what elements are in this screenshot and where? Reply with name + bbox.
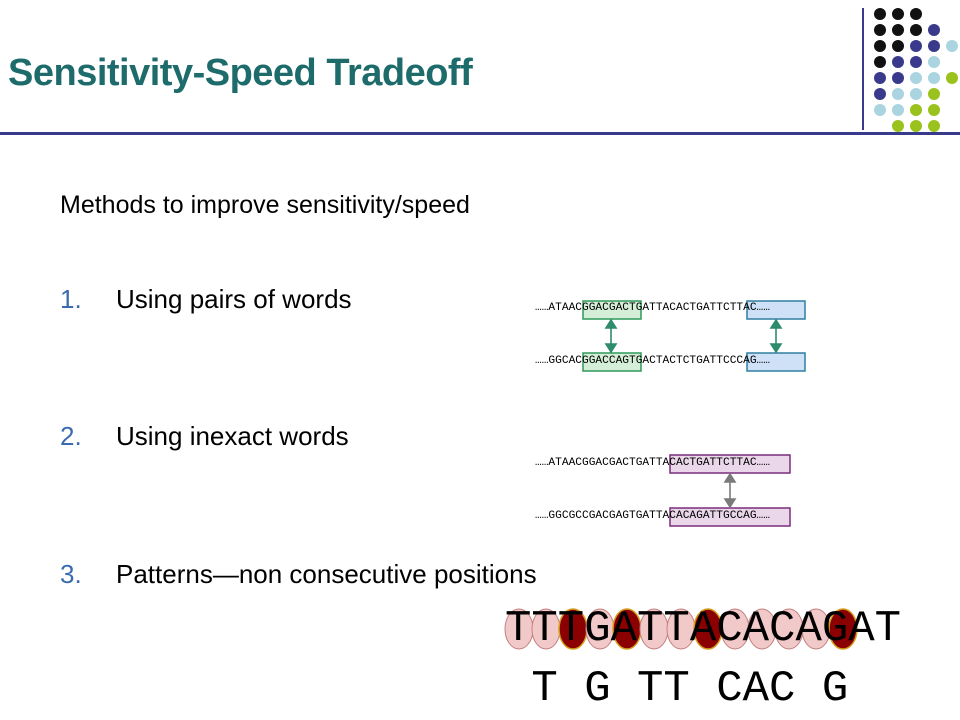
method-text: Patterns—non consecutive positions — [116, 559, 537, 589]
seed-box-left-top — [582, 300, 642, 320]
method-number: 3. — [60, 559, 82, 589]
method-number: 2. — [60, 421, 82, 451]
pattern-spaced-seed: T G TT CAC G — [505, 664, 849, 714]
dot-row-2 — [874, 24, 940, 36]
inexact-sequence-bottom: ……GGCGCCGACGAGTGATTACACAGATTGCCAG…… — [535, 510, 770, 522]
dot-row-3 — [874, 40, 958, 52]
method-text: Using pairs of words — [116, 284, 352, 314]
slide-title: Sensitivity-Speed Tradeoff — [8, 52, 473, 94]
method-item-3: 3. Patterns—non consecutive positions — [60, 559, 537, 590]
dot-row-8 — [892, 120, 940, 132]
method-number: 1. — [60, 284, 82, 314]
title-divider — [0, 132, 960, 135]
pairs-sequence-bottom: ……GGCACGGACCAGTGACTACTCTGATTCCCAG…… — [535, 355, 770, 367]
match-arrow-right — [769, 318, 783, 354]
method-item-1: 1. Using pairs of words — [60, 284, 352, 315]
inexact-sequence-top: ……ATAACGGACGACTGATTACACTGATTCTTAC…… — [535, 457, 770, 469]
seed-box-left-bottom — [582, 352, 642, 372]
pairs-sequence-top: ……ATAACGGACGACTGATTACACTGATTCTTAC…… — [535, 302, 770, 314]
dot-row-4 — [874, 56, 940, 68]
match-arrow-left — [604, 318, 618, 354]
corner-vertical-divider — [862, 8, 864, 130]
methods-heading: Methods to improve sensitivity/speed — [60, 191, 470, 219]
inexact-match-arrow — [723, 472, 737, 509]
dot-row-1 — [874, 8, 922, 20]
dot-row-7 — [874, 104, 940, 116]
pattern-sequence: TTTGATTACACAGAT — [505, 604, 902, 654]
dot-row-6 — [874, 88, 940, 100]
decorative-dot-grid — [874, 8, 958, 132]
method-text: Using inexact words — [116, 421, 349, 451]
pattern-highlight-ovals — [504, 608, 858, 650]
dot-row-5 — [874, 72, 958, 84]
method-item-2: 2. Using inexact words — [60, 421, 349, 452]
